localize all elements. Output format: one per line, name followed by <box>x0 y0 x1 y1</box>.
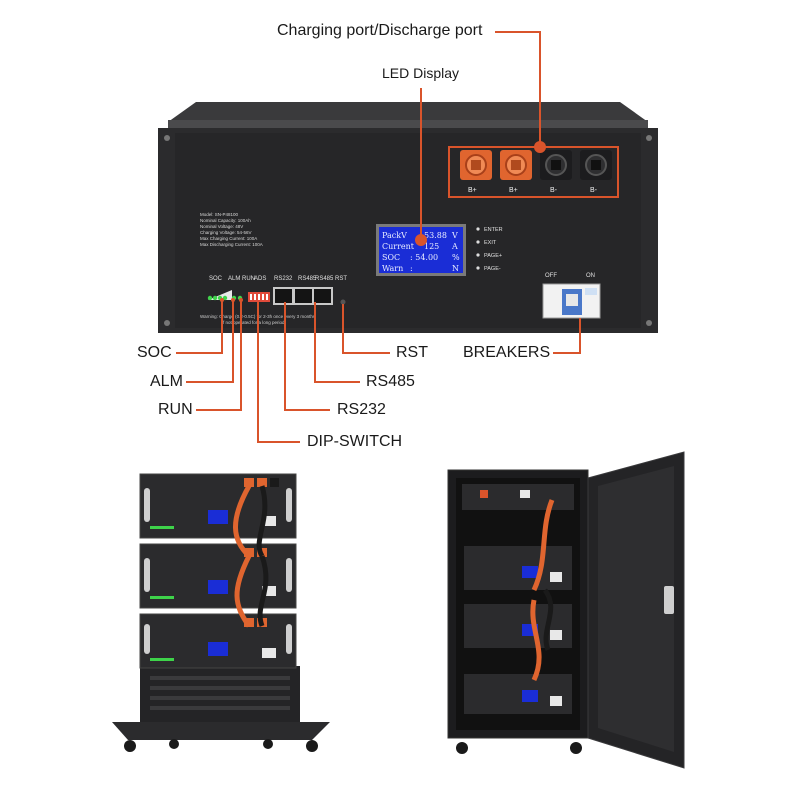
spec-line: Nominal Voltage: 48V <box>200 224 243 229</box>
lcd-row-unit: % <box>452 253 460 262</box>
breaker-off-label: OFF <box>545 273 557 279</box>
callout-alm: ALM <box>150 373 183 390</box>
breaker-on-label: ON <box>586 273 595 279</box>
leader-lines <box>176 31 581 443</box>
callout-charging-port: Charging port/Discharge port <box>277 22 483 39</box>
label-ads: ADS <box>254 276 266 282</box>
lcd-row-unit: N <box>452 264 459 273</box>
callout-soc: SOC <box>137 344 172 361</box>
breaker-switch[interactable] <box>542 283 601 319</box>
spec-line: Model: SN-P48100 <box>200 212 239 217</box>
lcd-row-label: SOC <box>382 253 400 262</box>
spec-line: Max Discharging Current: 100A <box>200 242 263 247</box>
callout-breakers: BREAKERS <box>463 344 551 361</box>
port-b-plus-1[interactable] <box>460 150 492 180</box>
spec-line: Max Charging Current: 100A <box>200 236 257 241</box>
port-label: B- <box>550 187 558 194</box>
label-rs232: RS232 <box>274 276 293 282</box>
rj-ports[interactable] <box>273 287 333 305</box>
button-exit: EXIT <box>484 240 497 246</box>
callout-run: RUN <box>158 401 193 418</box>
spec-line: Nominal Capacity: 100Ah <box>200 218 251 223</box>
stacked-battery-photo <box>112 473 330 752</box>
lcd-row-value: : 54.00 <box>410 253 438 262</box>
control-buttons[interactable]: ENTER EXIT PAGE+ PAGE- <box>476 227 503 272</box>
button-page-plus: PAGE+ <box>484 253 502 259</box>
callout-rs232: RS232 <box>337 401 386 418</box>
button-page-minus: PAGE- <box>484 266 501 272</box>
lcd-row-value: 125 <box>424 242 439 251</box>
lcd-row-label: Warn <box>382 264 403 273</box>
lcd-row-label: Current <box>382 242 415 251</box>
warning-text-2: if not operated for a long period <box>222 320 285 325</box>
lcd-row-label: PackV <box>382 231 407 240</box>
lcd-row-value: : <box>410 264 413 273</box>
port-label: B+ <box>468 187 477 194</box>
callout-rst: RST <box>396 344 428 361</box>
lcd-row-unit: A <box>451 242 458 251</box>
port-b-minus-1[interactable] <box>540 150 572 180</box>
cabinet-photo <box>447 451 685 769</box>
label-rs485-a: RS485 <box>298 276 317 282</box>
lcd-row-unit: V <box>451 231 458 240</box>
soc-leds <box>207 290 243 301</box>
callout-dip-switch: DIP-SWITCH <box>307 433 403 450</box>
button-enter: ENTER <box>484 227 503 233</box>
callout-rs485: RS485 <box>366 373 415 390</box>
lcd-row-value: 53.88 <box>424 231 447 240</box>
rst-button[interactable] <box>340 299 346 305</box>
port-label: B- <box>590 187 598 194</box>
port-label: B+ <box>509 187 518 194</box>
callout-led-display: LED Display <box>382 65 460 81</box>
label-soc: SOC <box>209 276 223 282</box>
port-b-plus-2[interactable] <box>500 150 532 180</box>
spec-line: Charging Voltage: 54-56V <box>200 230 252 235</box>
port-b-minus-2[interactable] <box>580 150 612 180</box>
label-alm-run: ALM RUN <box>228 276 255 282</box>
spec-label: Model: SN-P48100 Nominal Capacity: 100Ah… <box>200 212 263 247</box>
label-rs485-b: RS485 <box>315 276 334 282</box>
dip-switch[interactable] <box>248 292 270 302</box>
ports-highlight-box <box>448 146 619 198</box>
label-rst: RST <box>335 276 347 282</box>
